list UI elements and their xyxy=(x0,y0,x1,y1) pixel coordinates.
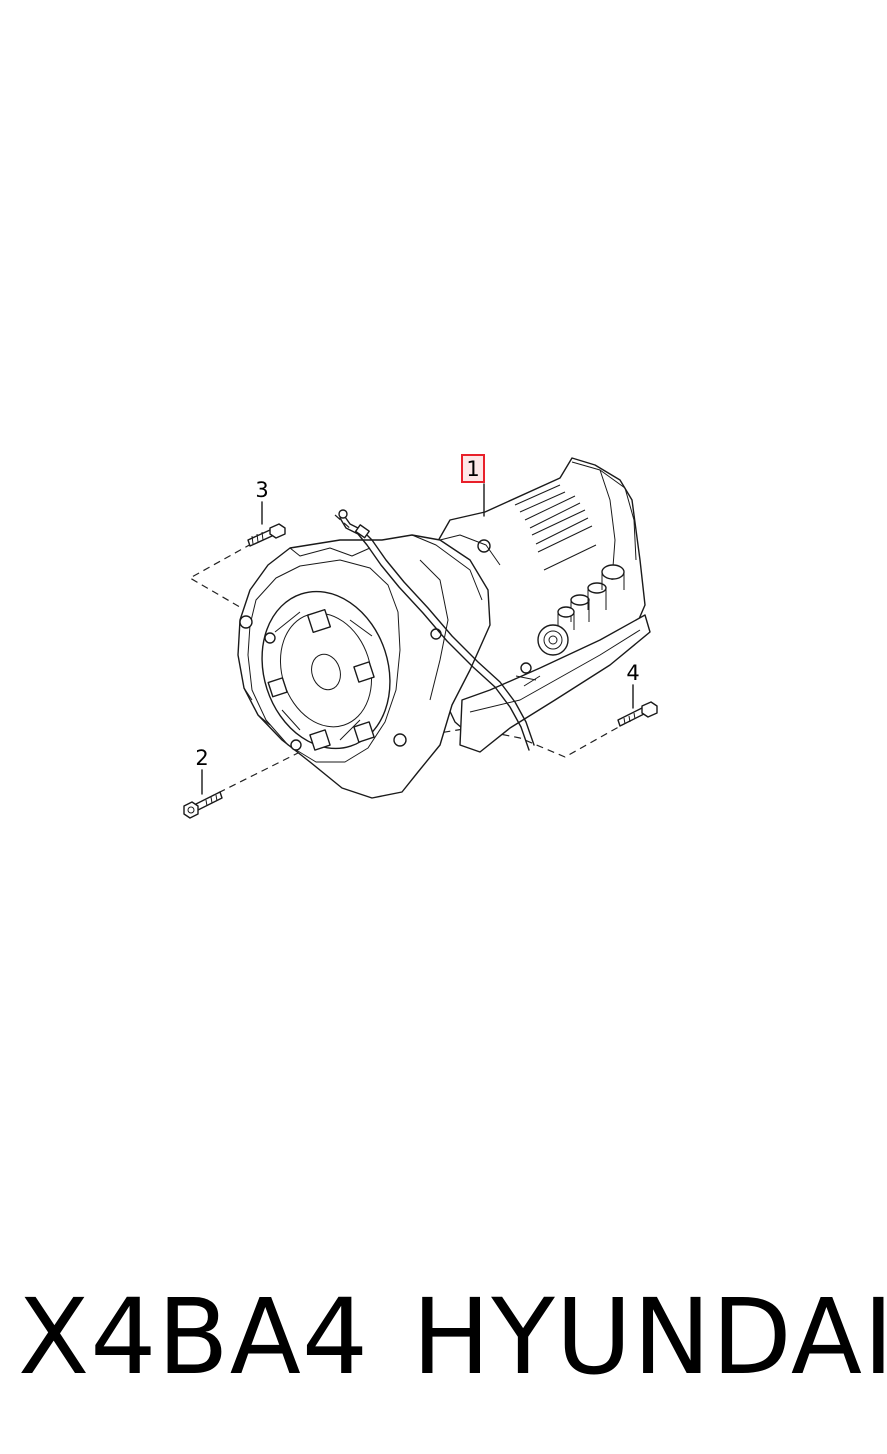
callout-3-label[interactable]: 3 xyxy=(255,478,268,502)
callout-1[interactable]: 1 xyxy=(461,454,485,483)
alignment-dashed-lines xyxy=(188,514,641,797)
brand-caption: HYUNDAI xyxy=(412,1276,887,1398)
bolt-2[interactable] xyxy=(183,769,223,819)
callout-4-label[interactable]: 4 xyxy=(626,661,639,685)
bolt-3[interactable] xyxy=(247,501,286,547)
callout-2-label[interactable]: 2 xyxy=(195,746,208,770)
solenoid-group xyxy=(557,564,625,630)
automatic-transmission-assembly[interactable] xyxy=(237,457,651,799)
model-code-caption: X4BA4 xyxy=(18,1276,370,1398)
bolt-4[interactable] xyxy=(617,684,658,727)
torque-converter xyxy=(261,590,391,750)
callout-1-highlight-box xyxy=(461,454,485,483)
callout-1-label: 1 xyxy=(466,457,479,481)
speed-sensor-connector xyxy=(537,624,569,656)
oil-dipstick-tube xyxy=(338,509,541,751)
